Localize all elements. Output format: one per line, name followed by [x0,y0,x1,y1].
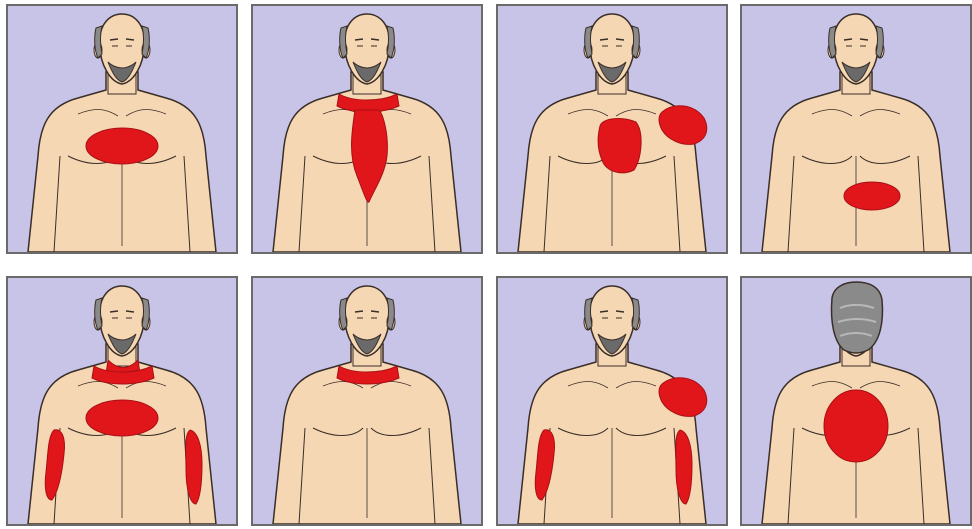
left-hair [95,26,102,58]
right-hair [876,26,883,58]
panel-6 [251,276,483,526]
left-hair [585,26,592,58]
left-hair [95,298,102,330]
figure-svg [253,278,481,524]
left-hair [340,26,347,58]
figure-svg [253,6,481,252]
right-hair [387,298,394,330]
panel-1 [6,4,238,254]
panel-8 [740,276,972,526]
pain-center-chest [86,400,158,436]
right-hair [142,26,149,58]
figure-svg [498,278,726,524]
panel-5 [6,276,238,526]
panel-7 [496,276,728,526]
figure-svg [742,6,970,252]
pain-both-arms-2 [676,430,692,504]
right-hair [387,26,394,58]
panel-2 [251,4,483,254]
pain-upper-back [824,390,888,462]
left-hair [585,298,592,330]
left-hair [340,298,347,330]
figure-svg [498,6,726,252]
pain-both-arms-2 [186,430,202,504]
panel-4 [740,4,972,254]
right-hair [632,298,639,330]
figure-svg [8,278,236,524]
figure-svg [742,278,970,524]
pain-upper-abdomen [844,182,900,210]
right-hair [632,26,639,58]
panel-3 [496,4,728,254]
pain-left-chest [598,119,641,173]
right-hair [142,298,149,330]
figure-svg [8,6,236,252]
back-of-head-hair [832,282,883,353]
left-hair [829,26,836,58]
pain-center-chest [86,128,158,164]
